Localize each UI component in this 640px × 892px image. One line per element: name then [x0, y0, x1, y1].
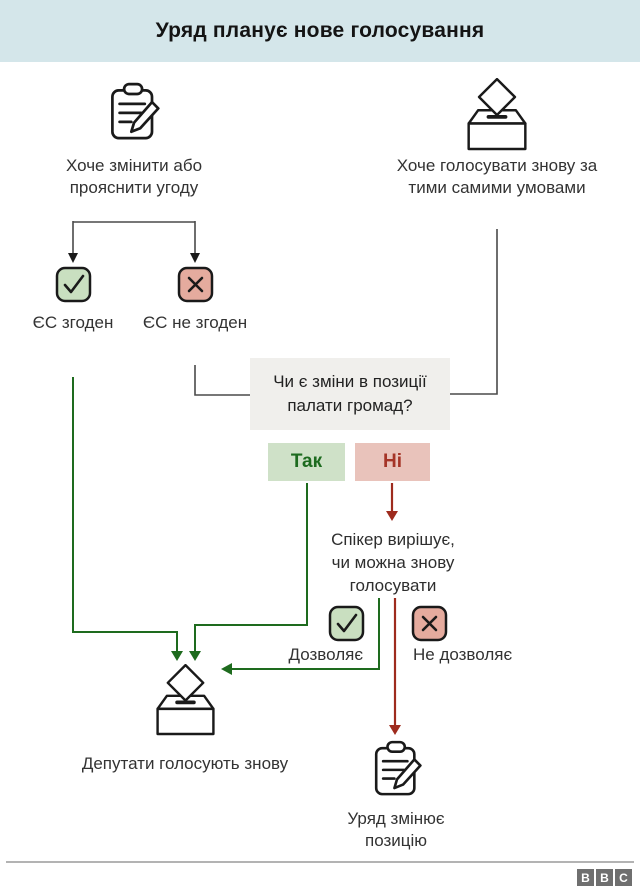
page-title: Уряд планує нове голосування: [155, 19, 485, 42]
check-square-icon: [328, 605, 365, 642]
mps-vote-again-label: Депутати голосують знову: [81, 754, 289, 773]
not-allows-label: Не дозволяє: [413, 645, 513, 664]
gov-changes-position-label: Уряд змінює позицію: [347, 809, 445, 850]
footer-divider: [6, 861, 634, 863]
amend-deal-label: Хоче змінити або прояснити угоду: [65, 156, 203, 197]
title-bar: Уряд планує нове голосування: [0, 0, 640, 62]
bbc-logo: B B C: [577, 869, 632, 886]
vote-again-same-label: Хоче голосувати знову за тими самими умо…: [396, 156, 598, 197]
check-square-icon: [55, 266, 92, 303]
answer-yes-badge: Так: [268, 443, 345, 481]
allows-label: Дозволяє: [288, 645, 363, 664]
bbc-logo-letter: B: [577, 869, 594, 886]
answer-no-badge: Ні: [355, 443, 430, 481]
clipboard-edit-icon: [107, 82, 161, 142]
speaker-decides-label: Спікер вирішує, чи можна знову голосуват…: [331, 530, 455, 595]
clipboard-edit-icon: [371, 740, 423, 798]
eu-agrees-label: ЄС згоден: [32, 313, 114, 332]
commons-question-box: Чи є зміни в позиції палати громад?: [250, 358, 450, 430]
bbc-logo-letter: B: [596, 869, 613, 886]
cross-square-icon: [177, 266, 214, 303]
cross-square-icon: [411, 605, 448, 642]
bbc-logo-letter: C: [615, 869, 632, 886]
ballot-box-icon: [152, 664, 219, 737]
eu-disagrees-label: ЄС не згоден: [142, 313, 248, 332]
ballot-box-icon: [463, 78, 531, 152]
